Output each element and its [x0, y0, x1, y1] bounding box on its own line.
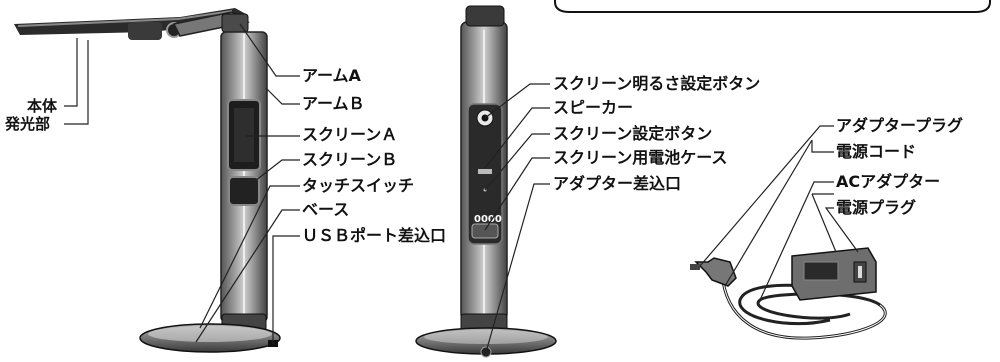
lamp-back-view	[415, 5, 557, 358]
label-base: ベース	[302, 200, 350, 219]
label-adapter-plug: アダプタープラグ	[836, 116, 964, 135]
label-screen-setting-button: スクリーン設定ボタン	[553, 124, 713, 143]
label-usb-port: ＵＳＢポート差込口	[302, 226, 447, 245]
label-arm-a: アームA	[302, 66, 361, 85]
label-ac-adapter: ACアダプター	[836, 172, 941, 191]
label-power-plug: 電源プラグ	[836, 198, 917, 217]
arm-joint-top	[128, 22, 162, 40]
device-digits: 0000	[474, 214, 502, 225]
label-screen-b: スクリーンＢ	[302, 150, 398, 169]
label-body: 本体	[27, 97, 58, 115]
label-adapter-jack: アダプター差込口	[553, 174, 682, 193]
label-speaker: スピーカー	[553, 98, 634, 117]
label-screen-a: スクリーンＡ	[302, 125, 398, 144]
label-battery-case: スクリーン用電池ケース	[553, 148, 728, 167]
label-light-emitting-part: 発光部	[5, 115, 51, 133]
lamp-front-view	[14, 8, 281, 353]
label-frame	[554, 0, 991, 13]
speaker-grill	[478, 169, 492, 174]
ac-adapter-illustration	[690, 247, 887, 340]
label-brightness-button: スクリーン明るさ設定ボタン	[553, 74, 761, 93]
adapter-plug-shape	[694, 257, 737, 287]
label-touch-switch: タッチスイッチ	[302, 176, 415, 195]
label-arm-b: アームＢ	[302, 94, 365, 113]
label-power-cord: 電源コード	[836, 142, 917, 161]
battery-case	[471, 223, 499, 239]
leader-lines	[64, 23, 859, 353]
